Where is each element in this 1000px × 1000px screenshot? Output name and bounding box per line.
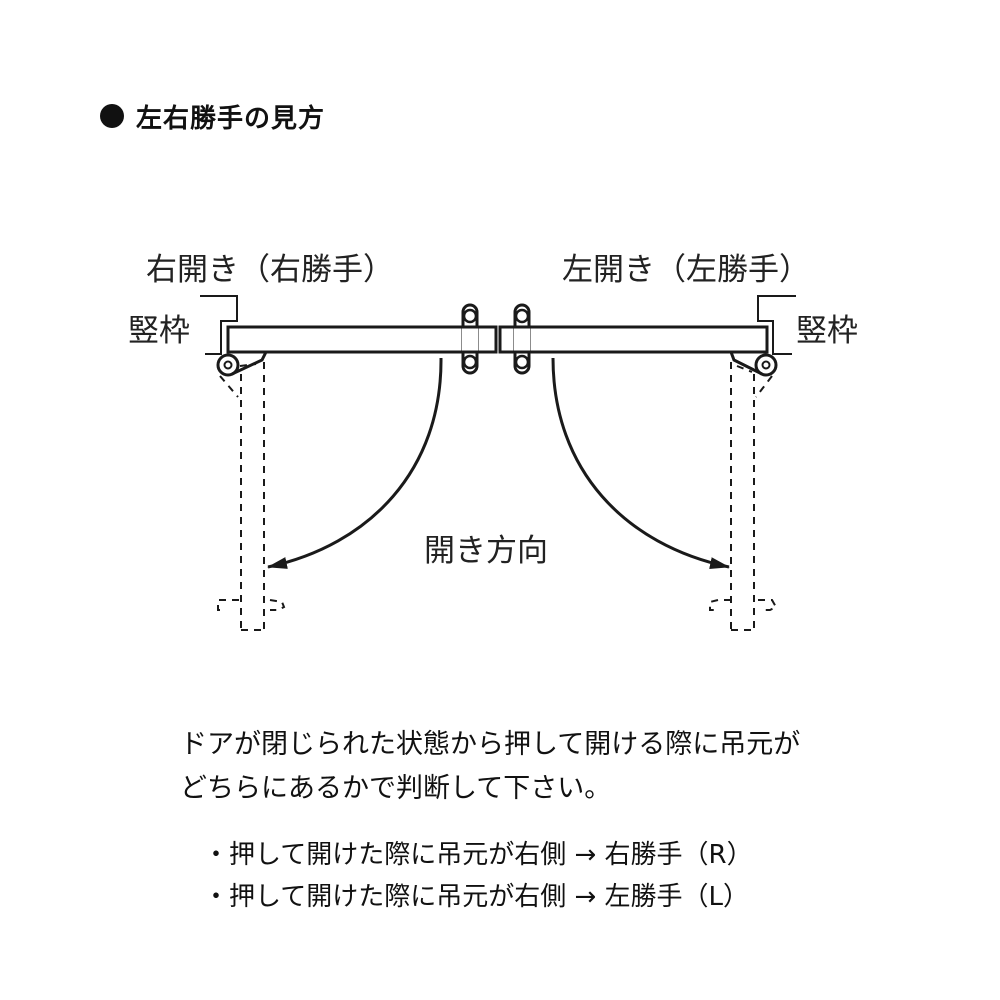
- rule-right-hand: ・押して開けた際に吊元が右側 → 右勝手（R）: [203, 840, 753, 870]
- right-hand-frame-bracket: [200, 295, 238, 355]
- right-hand-frame-label: 竪枠: [128, 313, 190, 349]
- description-line-1: ドアが閉じられた状態から押して開ける際に吊元が: [180, 729, 801, 760]
- section-heading: 左右勝手の見方: [100, 96, 325, 136]
- left-hand-door-handle-icon: [513, 303, 531, 375]
- right-hand-door-panel: [226, 325, 498, 354]
- left-hand-hinge-icon: [754, 353, 778, 377]
- filled-circle-bullet-icon: [100, 104, 124, 128]
- right-hand-title: 右開き（右勝手）: [146, 252, 394, 288]
- section-title: 左右勝手の見方: [136, 103, 326, 134]
- left-hand-door-diagram: [498, 295, 796, 631]
- right-hand-opening-arc-arrow: [267, 357, 443, 569]
- left-hand-door-panel: [498, 325, 769, 354]
- right-hand-door-diagram: [200, 295, 498, 631]
- left-hand-frame-label: 竪枠: [796, 313, 858, 349]
- left-hand-open-door-outline: [709, 362, 778, 631]
- right-hand-door-handle-icon: [461, 303, 479, 375]
- right-hand-open-door-outline: [217, 362, 286, 631]
- left-hand-opening-arc-arrow: [551, 357, 730, 569]
- opening-direction-label: 開き方向: [424, 533, 548, 569]
- right-hand-hinge-icon: [216, 353, 240, 377]
- description-line-2: どちらにあるかで判断して下さい。: [180, 773, 612, 804]
- rule-left-hand: ・押して開けた際に吊元が右側 → 左勝手（L）: [203, 882, 750, 912]
- left-hand-title: 左開き（左勝手）: [562, 252, 810, 288]
- left-hand-frame-bracket: [757, 295, 796, 355]
